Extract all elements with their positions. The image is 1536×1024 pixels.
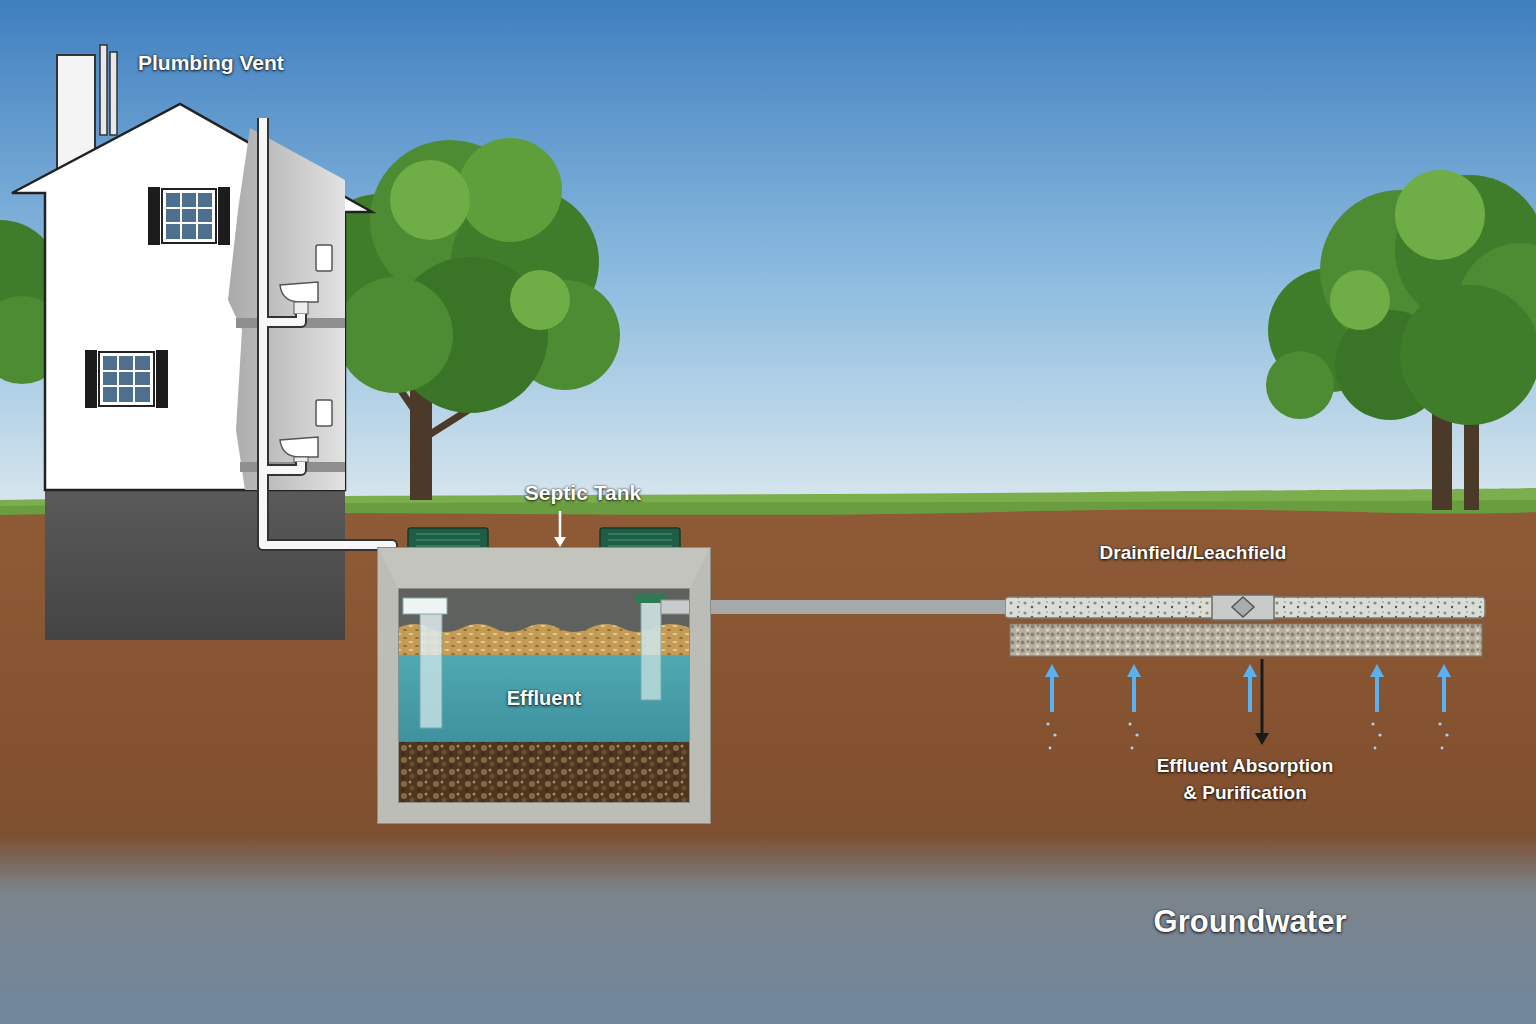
down-arrow-part [1261, 659, 1264, 735]
house-art-part [103, 356, 150, 402]
tank-interior [398, 588, 693, 803]
seepage-arrows-part [1441, 747, 1444, 750]
tank-interior-part [398, 655, 690, 742]
field-heading: Drainfield/Leachfield [1100, 541, 1287, 565]
layer-text: Effluent [507, 686, 581, 711]
toilet-art-part [294, 457, 308, 462]
tank-pointer-part [554, 537, 566, 547]
band-text: Groundwater [1154, 903, 1347, 942]
seepage-arrows-part [1437, 664, 1451, 677]
house-art-part [228, 128, 345, 490]
tree-right-part [1395, 170, 1485, 260]
field-art-part [1005, 597, 1485, 618]
down-arrow-part [1255, 733, 1269, 745]
tree-right-part [1464, 410, 1479, 510]
toilet-art-part [316, 245, 332, 271]
seepage-arrows-part [1132, 675, 1136, 712]
tree-left-part [510, 270, 570, 330]
tank-pointer [554, 511, 566, 547]
seepage-arrows-part [1371, 722, 1374, 725]
tree-left-part [458, 138, 562, 242]
house-art-part [110, 52, 117, 135]
seepage-arrows-part [1375, 675, 1379, 712]
tree-right-part [1400, 285, 1536, 425]
tree-right [1266, 170, 1536, 510]
tank-heading: Septic Tank [525, 480, 641, 506]
tank-interior-part [661, 600, 693, 614]
sky-ground-part [0, 0, 1536, 520]
house-art-part [148, 187, 160, 245]
toilet-art-part [316, 400, 332, 426]
house-art-part [99, 352, 154, 406]
down-arrow [1255, 659, 1269, 745]
house-art-part [100, 45, 107, 135]
tree-left-part [337, 277, 453, 393]
tank-lids-part [416, 534, 480, 546]
tank-lids [408, 528, 680, 550]
seepage-arrows-part [1243, 664, 1257, 677]
tank-interior-part [398, 588, 690, 803]
seepage-arrows-part [1053, 733, 1056, 736]
seepage-arrows-part [1131, 747, 1134, 750]
sky-ground [0, 0, 1536, 520]
house-art-part [166, 193, 212, 239]
house-art-part [162, 189, 216, 243]
seepage-arrows-part [1442, 675, 1446, 712]
tank-lids-part [408, 528, 488, 550]
seepage-arrows-part [1046, 722, 1049, 725]
drain-pipes-part [263, 118, 392, 575]
house-art-part [12, 104, 372, 490]
tank-lids-part [600, 528, 680, 550]
seepage-arrows-part [1445, 733, 1448, 736]
tank-interior-part [398, 742, 690, 803]
tank-box: EffluentSeptic Tank [378, 548, 710, 823]
field-art [1005, 595, 1485, 656]
tree-left-part [390, 160, 470, 240]
tank-interior-part [403, 598, 447, 614]
seepage-arrows-part [1045, 664, 1059, 677]
tank-lids-part [608, 534, 672, 546]
callout-label: Plumbing Vent [138, 50, 284, 76]
seepage-arrows-part [1127, 664, 1141, 677]
water-table-band: Groundwater [0, 835, 1536, 1024]
drain-pipes [263, 118, 392, 575]
house-art-part [166, 193, 212, 239]
seepage-arrows-part [1438, 722, 1441, 725]
house-art-part [85, 350, 97, 408]
seepage-arrows-part [1049, 747, 1052, 750]
house-art-part [156, 350, 168, 408]
toilet-art-part [294, 302, 308, 314]
seepage-arrows-part [1248, 675, 1252, 712]
house-art-part [103, 356, 150, 402]
absorption-bed: Drainfield/Leachfield [1005, 596, 1485, 656]
seepage-arrows-part [1050, 675, 1054, 712]
tree-right-part [1266, 351, 1334, 419]
callout-label: Effluent Absorption & Purification [1151, 753, 1339, 806]
drain-pipes-part [263, 118, 392, 575]
tank-pointer-part [559, 511, 562, 539]
house-art-part [45, 488, 345, 640]
house-art-part [218, 187, 230, 245]
field-art-part [1212, 595, 1274, 620]
pipe-connector [710, 600, 1005, 614]
seepage-arrows-part [1128, 722, 1131, 725]
seepage-arrows-part [1135, 733, 1138, 736]
seepage-arrows-part [1370, 664, 1384, 677]
toilet-art-part [280, 282, 318, 302]
tree-left [312, 138, 620, 500]
field-art-part [1232, 597, 1254, 617]
seepage-arrows-part [1378, 733, 1381, 736]
toilet-art-part [280, 437, 318, 457]
field-art-part [1010, 624, 1482, 656]
tree-right-part [1330, 270, 1390, 330]
seepage-arrows [1045, 664, 1451, 749]
seepage-arrows-part [1374, 747, 1377, 750]
liquid-layer: Effluent [398, 655, 690, 741]
toilet-art [280, 245, 332, 462]
